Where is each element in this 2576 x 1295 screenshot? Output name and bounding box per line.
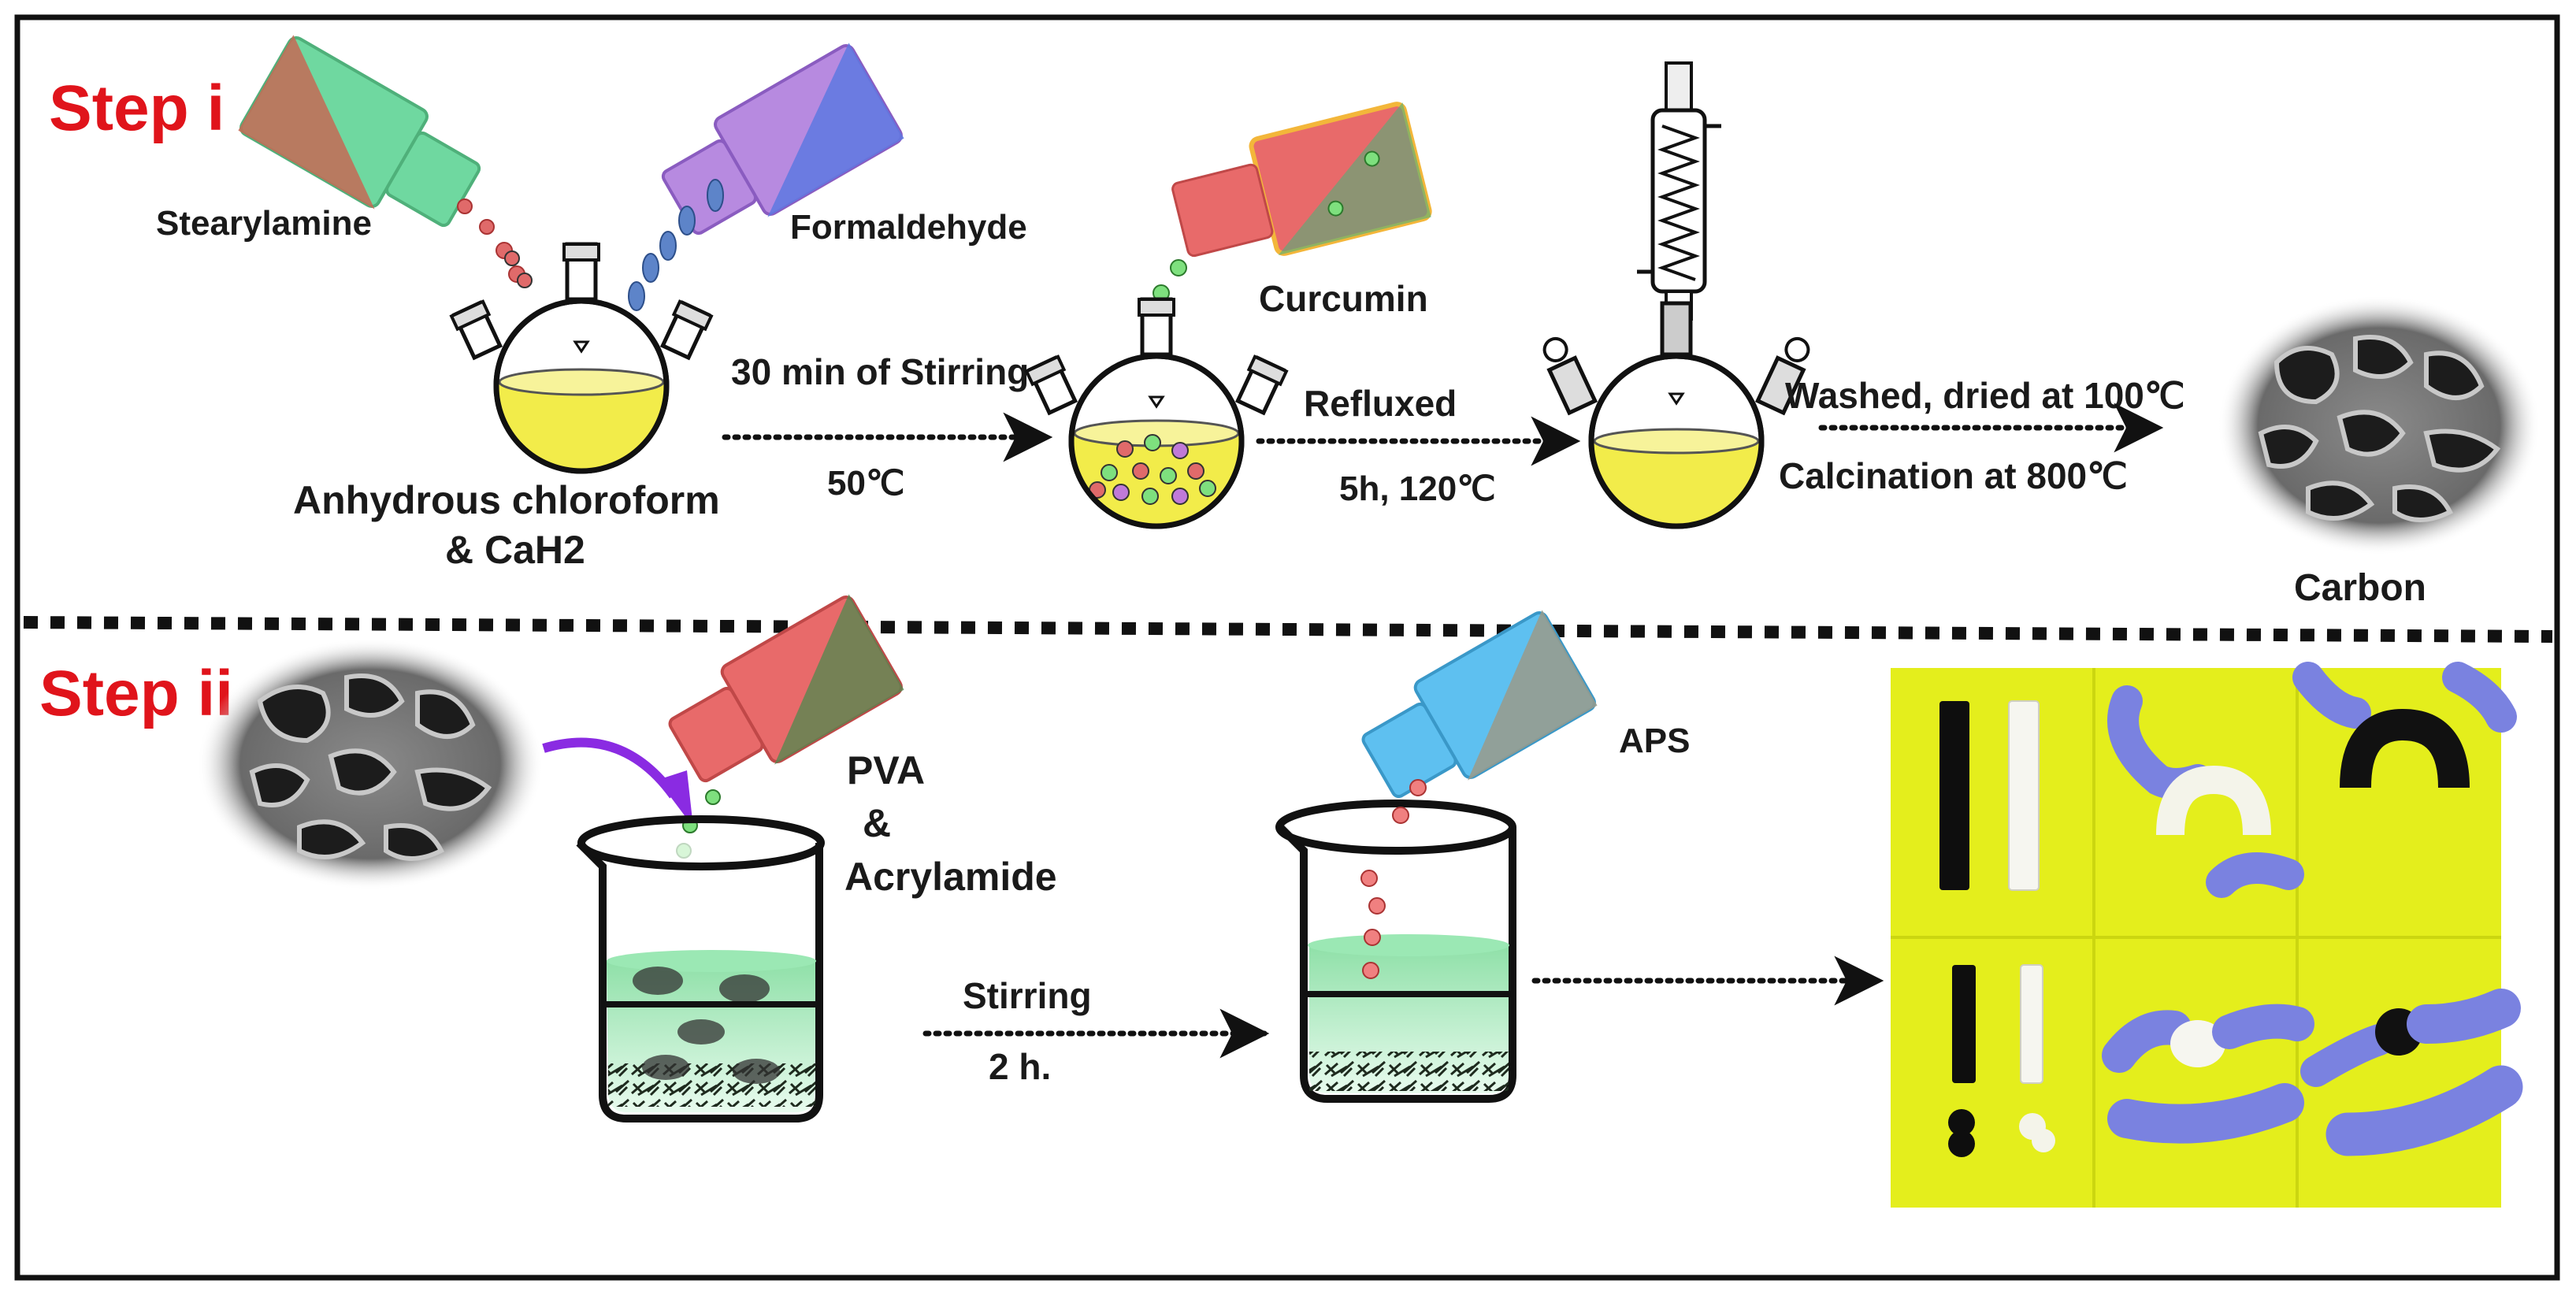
stearylamine-label: Stearylamine [156,204,372,243]
aps-drops [1360,779,1427,979]
carbon-label: Carbon [2294,567,2426,609]
step-ii-label: Step ii [39,658,233,729]
solvent-line2: & CaH2 [445,528,585,572]
reflux-condenser-icon [1637,61,1721,321]
beaker-1-icon [576,815,825,1122]
three-neck-flask-3-icon [1542,301,1810,529]
curcumin-bottle-icon [1171,102,1432,258]
pva-bottle-icon [668,594,904,783]
outer-frame [14,14,2560,1281]
photo-panel-white-bent [2107,685,2304,898]
step-i-label: Step i [49,72,225,144]
curcumin-label: Curcumin [1259,278,1428,319]
washed-label: Washed, dried at 100℃ [1785,375,2185,416]
stearylamine-drops [457,199,525,283]
formaldehyde-label: Formaldehyde [790,208,1027,247]
time-2h-label: 2 h. [989,1046,1051,1087]
flask1-drops [504,250,533,288]
stirring-label: Stirring [963,975,1092,1016]
porous-carbon-sem-2-icon [197,638,544,890]
three-neck-flask-icon [449,242,714,474]
hydrogel-photo-grid [1891,662,2523,1208]
aps-bottle-icon [1361,610,1598,799]
photo-panel-cut-pieces [1948,964,2055,1157]
stirring-30-label: 30 min of Stirring [731,351,1029,392]
formaldehyde-drops [628,179,724,311]
three-neck-flask-2-icon [1024,297,1289,529]
transfer-arrowhead [658,770,693,827]
aps-label: APS [1619,722,1690,760]
porous-carbon-sem-icon [2218,295,2541,555]
beaker-2-icon [1275,800,1516,1103]
refluxed-label: Refluxed [1304,383,1457,424]
pva-label: PVA [847,748,925,792]
solvent-line1: Anhydrous chloroform [293,478,720,522]
photo-panel-bars [1939,700,2040,891]
acrylamide-label: Acrylamide [844,855,1057,899]
reflux-condition-label: 5h, 120℃ [1339,469,1496,508]
calcination-label: Calcination at 800℃ [1779,455,2128,496]
stearylamine-bottle-icon [238,35,481,228]
amp-label: & [863,801,891,845]
photo-panel-white-squeeze [2102,1004,2314,1144]
photo-panel-black-bent [2292,662,2517,789]
section-divider [23,616,2553,643]
temp-50-label: 50℃ [827,464,904,503]
transfer-arrow-icon [542,737,677,799]
photo-panel-black-squeeze [2300,989,2523,1156]
